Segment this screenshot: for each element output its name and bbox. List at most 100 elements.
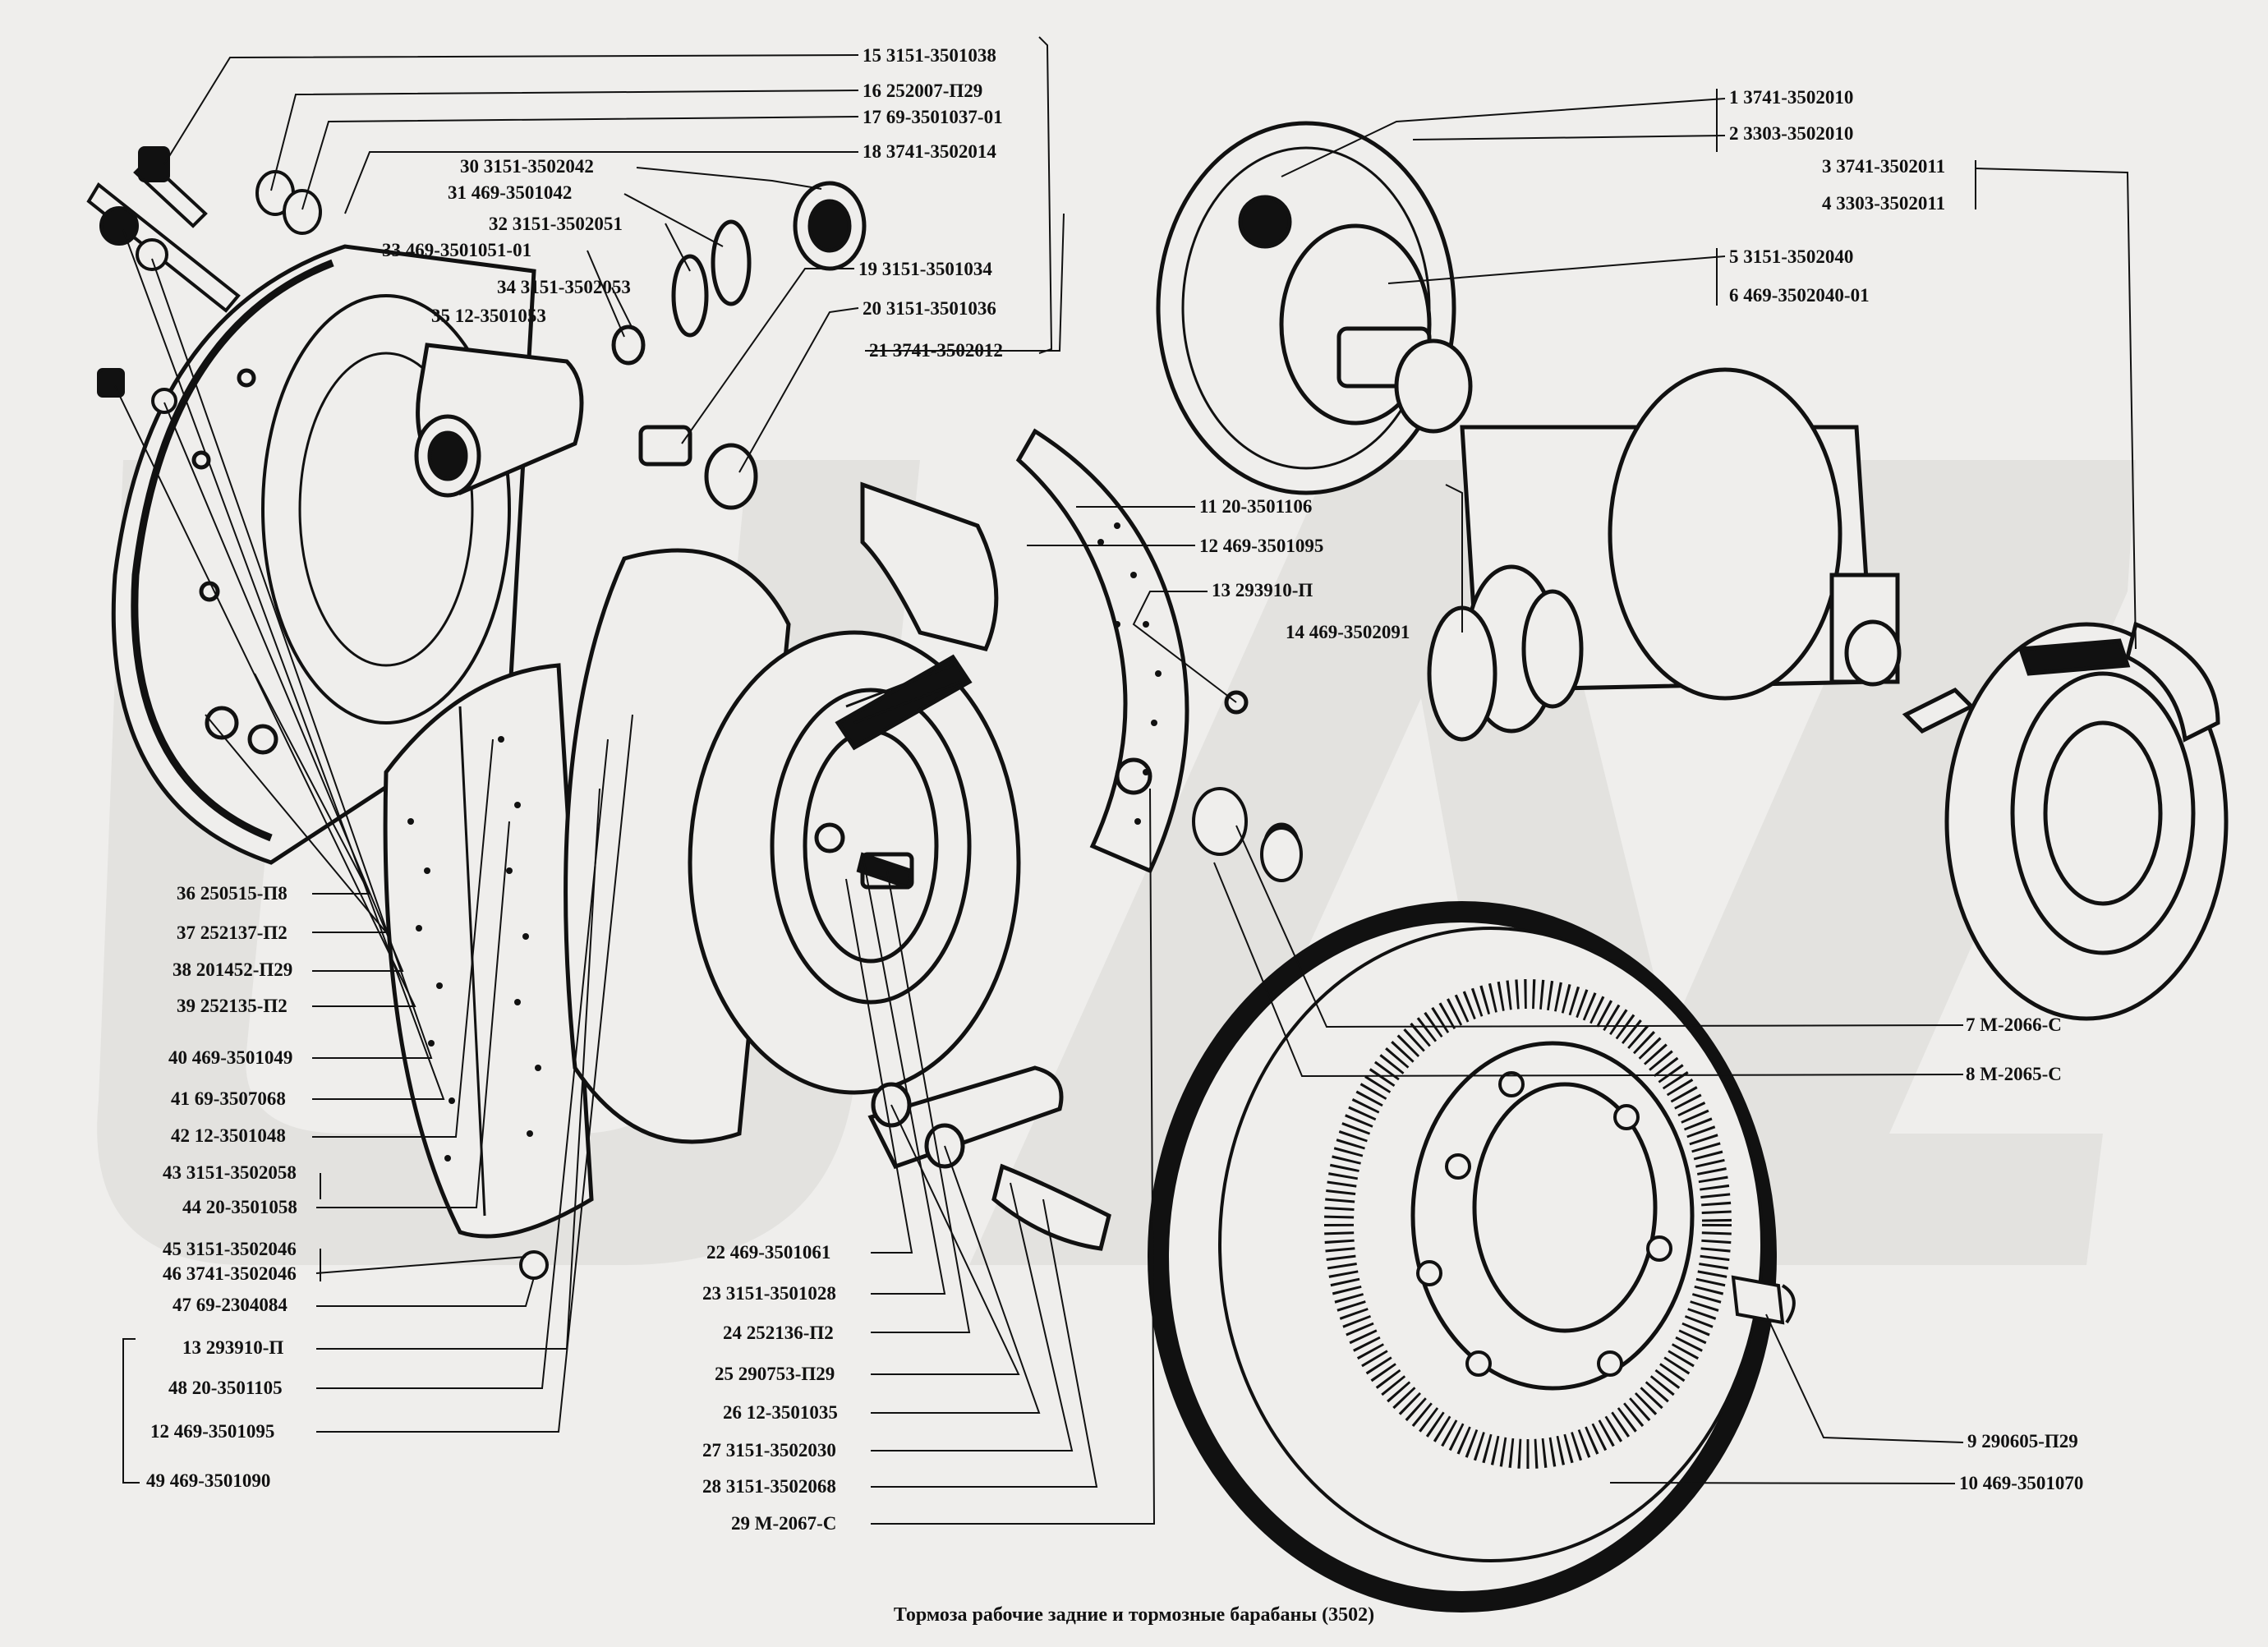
callout-6-label: 6 469-3502040-01 <box>1729 285 1870 306</box>
callout-37-label: 37 252137-П2 <box>177 922 288 943</box>
callout-18-label: 18 3741-3502014 <box>863 141 996 162</box>
leader-line-38 <box>163 402 404 972</box>
leader-line-41 <box>122 229 445 1100</box>
leader-line-12 <box>316 714 633 1433</box>
callout-38-label: 38 201452-П29 <box>173 959 293 980</box>
callout-14-label: 14 469-3502091 <box>1286 622 1410 642</box>
callout-36-label: 36 250515-П8 <box>177 883 288 904</box>
leader-line-5 <box>1387 255 1726 284</box>
leader-line-49 <box>122 1338 140 1484</box>
leader-line-16 <box>270 90 859 191</box>
callout-28-label: 28 3151-3502068 <box>702 1476 836 1497</box>
callout-24-label: 24 252136-П2 <box>723 1323 834 1343</box>
callout-9-label: 9 290605-П29 <box>1967 1431 2078 1451</box>
callout-20-label: 20 3151-3501036 <box>863 298 996 319</box>
leader-line-32 <box>665 223 691 272</box>
callout-13-label: 13 293910-П <box>1212 580 1313 600</box>
callout-34-label: 34 3151-3502053 <box>497 277 631 297</box>
callout-29-label: 29 М-2067-С <box>731 1513 837 1534</box>
callout-47-label: 47 69-2304084 <box>173 1295 288 1315</box>
leader-line-31 <box>623 193 724 247</box>
leader-line-40 <box>151 258 433 1059</box>
callout-23-label: 23 3151-3501028 <box>702 1283 836 1304</box>
callout-1-label: 1 3741-3502010 <box>1729 87 1854 108</box>
leader-line-23 <box>862 853 946 1295</box>
callout-40-label: 40 469-3501049 <box>168 1047 293 1068</box>
leader-line-15 <box>163 54 859 165</box>
leader-line-34 <box>611 287 633 329</box>
axle-hub-assembly <box>1156 121 1902 742</box>
leader-line-14 <box>1445 484 1463 633</box>
leader-line-2 <box>1412 135 1726 140</box>
leader-line-21 <box>865 213 1065 352</box>
callout-5-label: 5 3151-3502040 <box>1729 246 1854 267</box>
callout-15-label: 15 3151-3501038 <box>863 45 996 66</box>
callout-27-label: 27 3151-3502030 <box>702 1440 836 1461</box>
callout-8-label: 8 М-2065-С <box>1966 1064 2062 1084</box>
callout-46-label: 46 3741-3502046 <box>163 1263 297 1284</box>
leader-line-47 <box>316 1277 535 1307</box>
callout-16-label: 16 252007-П29 <box>863 81 983 101</box>
leader-line-46 <box>315 1256 527 1274</box>
callout-7-label: 7 М-2066-С <box>1966 1014 2062 1035</box>
callout-30-label: 30 3151-3502042 <box>460 156 594 177</box>
callout-32-label: 32 3151-3502051 <box>489 214 623 234</box>
callout-48-label: 48 20-3501105 <box>168 1378 283 1398</box>
bleeder-fittings <box>86 146 322 414</box>
leader-line-39 <box>114 385 416 1007</box>
callout-11-label: 11 20-3501106 <box>1199 496 1313 517</box>
leader-line-18 <box>344 151 858 214</box>
callout-12-label: 12 469-3501095 <box>150 1421 275 1442</box>
leader-line-44 <box>316 821 510 1208</box>
callout-45-label: 45 3151-3502046 <box>163 1239 297 1259</box>
diagram-caption: Тормоза рабочие задние и тормозные бараб… <box>893 1604 1375 1626</box>
leader-line-9 <box>1765 1313 1964 1443</box>
leader-line-17 <box>301 116 859 210</box>
callout-3-label: 3 3741-3502011 <box>1822 156 1946 177</box>
callout-33-label: 33 469-3501051-01 <box>382 240 532 260</box>
callout-39-label: 39 252135-П2 <box>177 996 288 1016</box>
callout-43-label: 43 3151-3502058 <box>163 1162 297 1183</box>
leader-line-25 <box>871 1104 1020 1375</box>
callout-4-label: 4 3303-3502011 <box>1822 193 1946 214</box>
drum-screw <box>1731 1275 1796 1325</box>
leader-line-20 <box>738 307 859 473</box>
shoe-lining-dots-right <box>1097 522 1162 825</box>
brake-drum <box>1148 901 1777 1612</box>
leader-line-30 <box>636 167 822 190</box>
leader-line-26 <box>871 1145 1041 1414</box>
leader-line-10 <box>1609 1482 1956 1484</box>
leader-line-27 <box>871 1182 1074 1451</box>
leader-line-48 <box>316 738 609 1389</box>
callout-12-label: 12 469-3501095 <box>1199 536 1324 556</box>
springs-washers <box>519 664 1303 1280</box>
leader-line-19 <box>681 268 854 444</box>
callout-31-label: 31 469-3501042 <box>448 182 573 203</box>
brake-assembly-right <box>1902 621 2229 1021</box>
bracket-15-21 <box>1038 36 1053 354</box>
callout-17-label: 17 69-3501037-01 <box>863 107 1003 127</box>
callout-41-label: 41 69-3507068 <box>171 1088 286 1109</box>
callout-19-label: 19 3151-3501034 <box>858 259 992 279</box>
wheel-cylinder <box>414 181 867 510</box>
callout-21-label: 21 3741-3502012 <box>869 340 1003 361</box>
callout-49-label: 49 469-3501090 <box>146 1470 271 1491</box>
callout-10-label: 10 469-3501070 <box>1959 1473 2084 1493</box>
leader-line-42 <box>312 738 494 1138</box>
callout-13-label: 13 293910-П <box>182 1337 284 1358</box>
leader-lines <box>114 36 2137 1525</box>
callout-42-label: 42 12-3501048 <box>171 1125 286 1146</box>
leader-line-28 <box>871 1198 1098 1488</box>
leader-line-22 <box>845 878 913 1254</box>
leader-line-13 <box>1132 591 1237 703</box>
callout-25-label: 25 290753-П29 <box>715 1364 835 1384</box>
callout-35-label: 35 12-3501053 <box>431 306 546 326</box>
callout-22-label: 22 469-3501061 <box>706 1242 831 1263</box>
callout-44-label: 44 20-3501058 <box>182 1197 297 1217</box>
shoe-lining-dots-left <box>407 736 541 1162</box>
callout-2-label: 2 3303-3502010 <box>1729 123 1854 144</box>
leader-line-29 <box>871 788 1156 1525</box>
callout-26-label: 26 12-3501035 <box>723 1402 838 1423</box>
